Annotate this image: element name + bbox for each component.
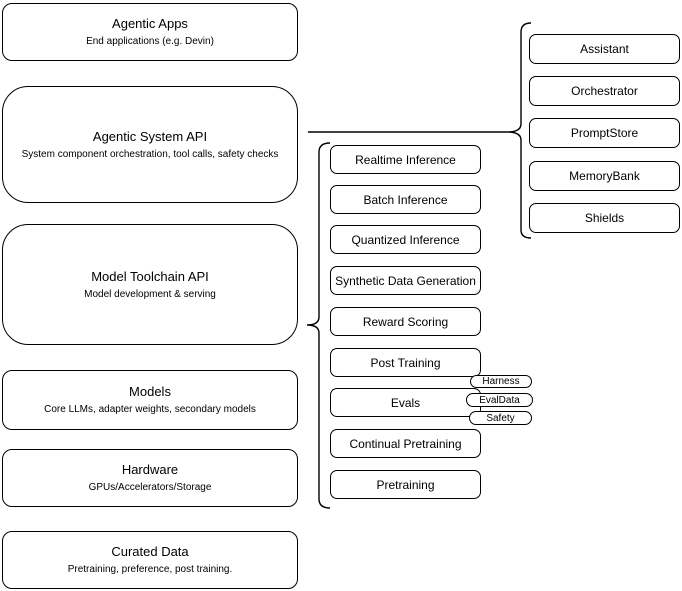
layer-curated-data: Curated Data Pretraining, preference, po…	[2, 531, 298, 589]
pill-harness: Harness	[470, 375, 532, 388]
layer-title: Agentic Apps	[112, 16, 188, 31]
node-post-training: Post Training	[330, 348, 481, 377]
layer-models: Models Core LLMs, adapter weights, secon…	[2, 370, 298, 430]
layer-subtitle: GPUs/Accelerators/Storage	[88, 482, 212, 493]
node-memorybank: MemoryBank	[529, 161, 680, 191]
layer-title: Agentic System API	[92, 128, 208, 144]
layer-title: Model Toolchain API	[91, 268, 209, 284]
layer-model-toolchain-api: Model Toolchain API Model development & …	[2, 224, 298, 345]
pill-safety: Safety	[469, 411, 532, 425]
node-reward-scoring: Reward Scoring	[330, 307, 481, 336]
layer-title: Hardware	[121, 462, 179, 477]
pill-evaldata: EvalData	[466, 393, 533, 407]
node-continual-pretraining: Continual Pretraining	[330, 429, 481, 458]
node-synthetic-data-generation: Synthetic Data Generation	[330, 266, 481, 295]
layer-title: Models	[129, 384, 171, 399]
layer-subtitle: Model development & serving	[84, 288, 216, 300]
layer-agentic-apps: Agentic Apps End applications (e.g. Devi…	[2, 3, 298, 61]
node-assistant: Assistant	[529, 34, 680, 64]
node-promptstore: PromptStore	[529, 118, 680, 148]
layer-subtitle: System component orchestration, tool cal…	[21, 148, 279, 160]
layer-hardware: Hardware GPUs/Accelerators/Storage	[2, 449, 298, 507]
layer-subtitle: Core LLMs, adapter weights, secondary mo…	[44, 404, 256, 415]
layer-subtitle: Pretraining, preference, post training.	[67, 564, 233, 575]
node-pretraining: Pretraining	[330, 470, 481, 499]
toolchain-group-brace	[306, 142, 331, 509]
node-quantized-inference: Quantized Inference	[330, 225, 481, 254]
node-batch-inference: Batch Inference	[330, 185, 481, 214]
node-orchestrator: Orchestrator	[529, 76, 680, 106]
layer-agentic-system-api: Agentic System API System component orch…	[2, 86, 298, 203]
node-evals: Evals	[330, 388, 481, 417]
node-shields: Shields	[529, 203, 680, 233]
system-group-brace	[506, 22, 532, 239]
layer-subtitle: End applications (e.g. Devin)	[86, 36, 214, 47]
node-realtime-inference: Realtime Inference	[330, 145, 481, 174]
layer-title: Curated Data	[111, 544, 189, 559]
